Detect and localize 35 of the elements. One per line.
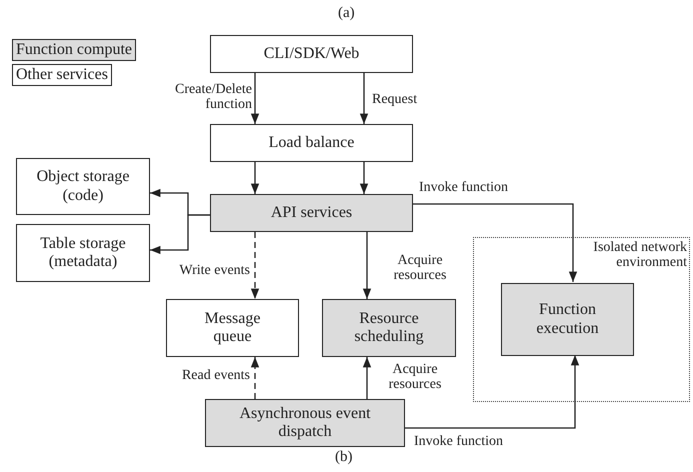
box-label: Object storage (code) bbox=[36, 168, 130, 205]
box-label: Resource scheduling bbox=[353, 310, 425, 346]
process-box bbox=[210, 35, 413, 73]
panel-label: (b) bbox=[335, 449, 352, 466]
arrow bbox=[362, 232, 372, 299]
arrow bbox=[362, 357, 372, 399]
arrow bbox=[150, 214, 210, 254]
arrow bbox=[250, 73, 260, 124]
legend-swatch: Function compute bbox=[12, 39, 136, 61]
process-box bbox=[322, 299, 456, 357]
edge-label: Request bbox=[372, 92, 418, 108]
process-box bbox=[16, 224, 150, 282]
box-label: CLI/SDK/Web bbox=[264, 44, 360, 64]
arrow bbox=[250, 357, 260, 399]
arrow bbox=[250, 232, 260, 299]
process-box bbox=[210, 124, 413, 162]
legend-swatch: Other services bbox=[12, 64, 112, 86]
arrow bbox=[360, 73, 368, 124]
arrow bbox=[250, 162, 260, 194]
panel-label: (a) bbox=[338, 5, 355, 22]
arrow bbox=[413, 203, 578, 282]
box-label: Asynchronous event dispatch bbox=[238, 404, 372, 442]
box-label: Load balance bbox=[268, 134, 354, 152]
process-box bbox=[210, 194, 413, 232]
box-label: Message queue bbox=[204, 310, 262, 346]
process-box bbox=[16, 158, 150, 215]
box-label: Function execution bbox=[535, 301, 600, 338]
arrow bbox=[360, 162, 368, 194]
box-label: Table storage (metadata) bbox=[39, 234, 127, 272]
process-box bbox=[166, 299, 299, 357]
arrow bbox=[405, 355, 580, 429]
process-box bbox=[501, 283, 634, 356]
process-box bbox=[205, 399, 405, 447]
dotted-boundary-box bbox=[473, 237, 690, 402]
box-label: API services bbox=[270, 204, 352, 222]
